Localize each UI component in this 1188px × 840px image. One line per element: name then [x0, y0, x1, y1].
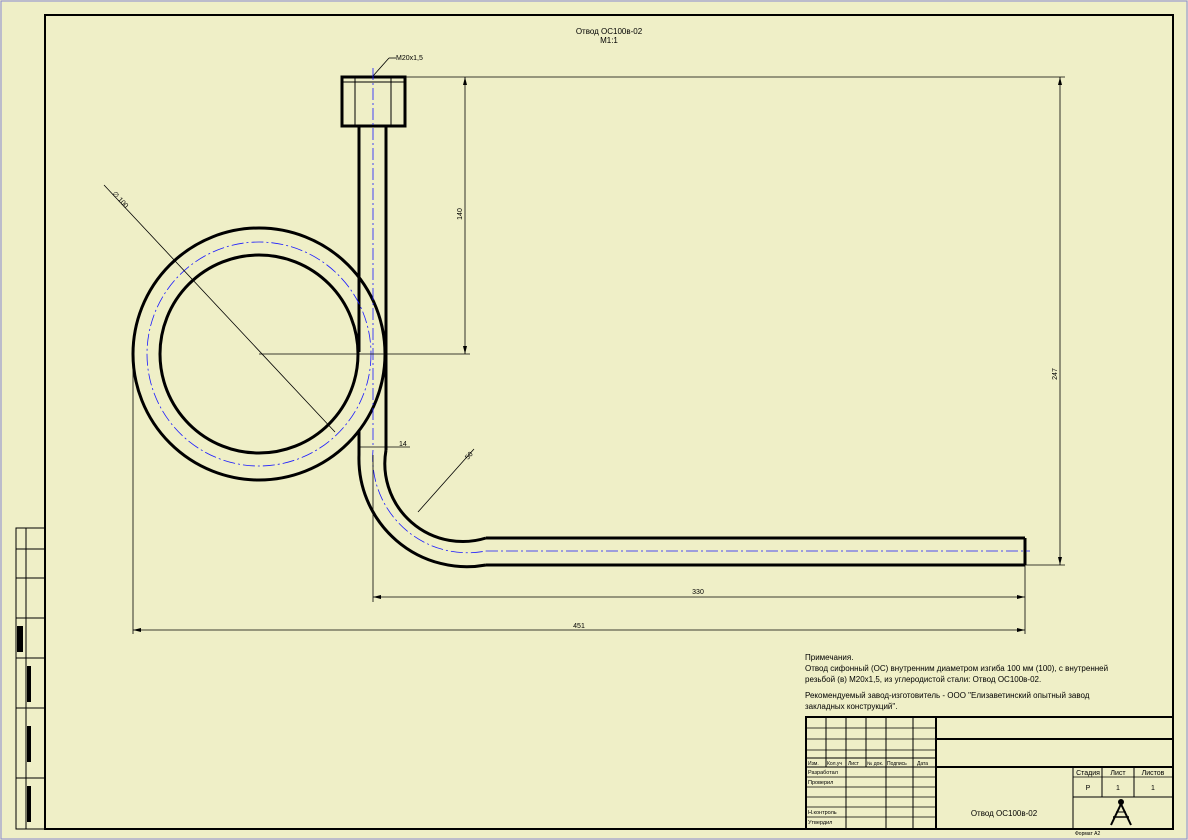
- tb-role-ncontrol: Н.контроль: [808, 810, 837, 816]
- dim-330: 330: [692, 589, 704, 596]
- tb-drawing-name: Отвод ОС100в-02: [971, 809, 1038, 818]
- title-block: Изм. Кол.уч Лист № док. Подпись Дата Раз…: [805, 716, 1174, 830]
- notes-line-4: закладных конструкций".: [805, 702, 898, 711]
- notes-heading: Примечания.: [805, 653, 854, 662]
- dim-14: 14: [399, 441, 407, 448]
- tb-sheet-value: 1: [1116, 785, 1120, 792]
- binding-strip: [15, 527, 46, 830]
- tb-stage-value: Р: [1086, 785, 1091, 792]
- drawing-scale: М1:1: [600, 36, 618, 45]
- siphon-pipe: [131, 126, 1027, 569]
- tb-col-date: Дата: [917, 761, 928, 767]
- tb-stage-header: Стадия: [1076, 770, 1100, 777]
- tb-sheets-header: Листов: [1142, 770, 1165, 777]
- tb-col-list: Лист: [848, 761, 860, 767]
- tb-sheets-value: 1: [1151, 785, 1155, 792]
- compass-logo-icon: [1110, 799, 1132, 826]
- thread-label: М20х1,5: [396, 55, 423, 62]
- notes-block: Примечания. Отвод сифонный (ОС) внутренн…: [805, 652, 1165, 712]
- tb-role-checker: Проверил: [808, 780, 833, 786]
- nut: [340, 75, 407, 128]
- dim-451: 451: [573, 623, 585, 630]
- dimensions: ∅ 100 140 247 14 50 330 451: [103, 76, 1065, 634]
- thread-callout: М20х1,5: [372, 55, 423, 77]
- tb-col-kol: Кол.уч: [827, 761, 842, 767]
- tb-sheet-header: Лист: [1110, 770, 1126, 777]
- format-label: Формат А2: [1075, 831, 1100, 837]
- tb-col-izm: Изм.: [808, 761, 819, 767]
- notes-line-2: резьбой (в) М20х1,5, из углеродистой ста…: [805, 675, 1042, 684]
- centerlines: [146, 68, 1030, 554]
- notes-line-1: Отвод сифонный (ОС) внутренним диаметром…: [805, 664, 1109, 673]
- dim-247: 247: [1052, 368, 1059, 380]
- dim-diameter: ∅ 100: [111, 191, 130, 210]
- tb-col-doc: № док.: [867, 761, 883, 767]
- tb-role-developer: Разработал: [808, 770, 838, 776]
- tb-col-sign: Подпись: [887, 761, 907, 767]
- inner-frame: [44, 14, 1174, 830]
- tb-role-approver: Утвердил: [808, 820, 832, 826]
- notes-line-3: Рекомендуемый завод-изготовитель - ООО "…: [805, 691, 1090, 700]
- dim-140: 140: [457, 208, 464, 220]
- dim-radius: 50: [464, 451, 474, 462]
- drawing-title: Отвод ОС100в-02: [576, 27, 643, 36]
